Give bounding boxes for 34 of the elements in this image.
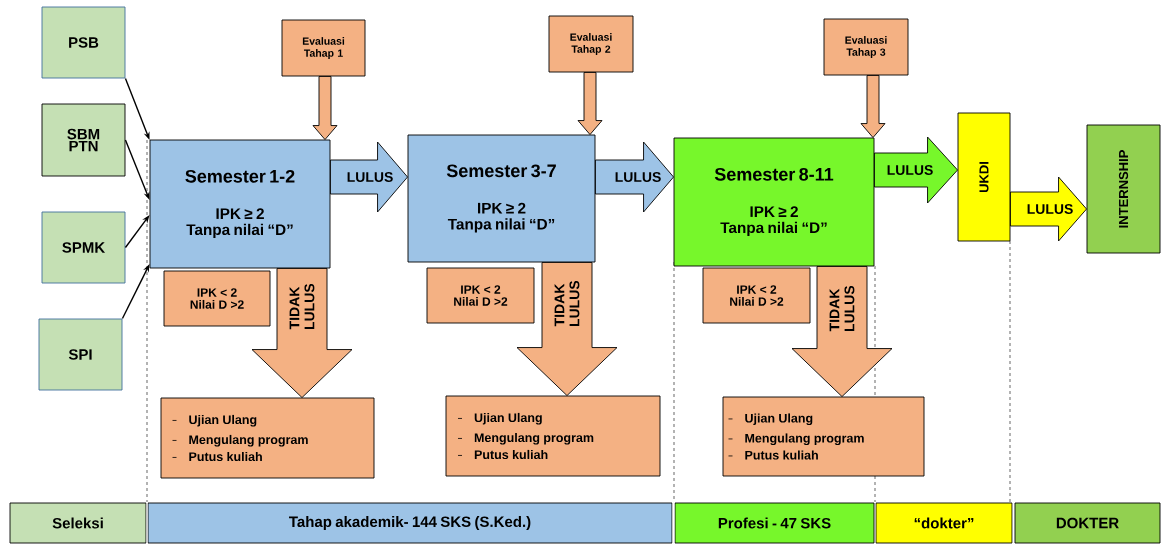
evaluation-box: Evaluasi Tahap 1 <box>281 19 366 77</box>
entry-box: SPI <box>38 318 123 391</box>
edge-label: LULUS <box>1025 203 1075 215</box>
option-list-box: Ujian Ulang Mengulang program Putus kuliah <box>722 396 925 477</box>
edge-label: LULUS <box>345 171 395 183</box>
edge-label: LULUS <box>885 164 935 176</box>
edge-label: TIDAK LULUS <box>288 283 316 331</box>
block-arrow <box>312 76 338 140</box>
phase-band: Profesi - 47 SKS <box>674 502 875 544</box>
phase-band: DOKTER <box>1014 502 1161 544</box>
block-arrow <box>860 75 886 138</box>
arrow <box>124 215 150 249</box>
condition-box: IPK < 2 Nilai D >2 <box>426 267 535 324</box>
condition-box: IPK < 2 Nilai D >2 <box>702 267 811 324</box>
phase-band: Seleksi <box>9 502 147 544</box>
evaluation-box: Evaluasi Tahap 3 <box>823 18 909 76</box>
edge-label: TIDAK LULUS <box>828 285 856 333</box>
edge-label: TIDAK LULUS <box>553 280 581 328</box>
semester-box: Semester 3-7 IPK ≥ 2 Tanpa nilai “D” <box>407 134 596 263</box>
internship-box: INTERNSHIP <box>1086 124 1161 254</box>
option-list-box: Ujian Ulang Mengulang program Putus kuliah <box>445 395 661 477</box>
condition-box: IPK < 2 Nilai D >2 <box>163 270 271 327</box>
phase-band: Tahap akademik- 144 SKS (S.Ked.) <box>147 502 673 544</box>
entry-box: SPMK <box>41 211 126 284</box>
phase-band: “dokter” <box>875 502 1013 544</box>
edge-label: LULUS <box>613 171 663 183</box>
block-arrow <box>577 72 603 135</box>
semester-box: Semester 8-11 IPK ≥ 2 Tanpa nilai “D” <box>673 137 875 267</box>
option-list-box: Ujian Ulang Mengulang program Putus kuliah <box>160 397 375 479</box>
entry-box: PSB <box>41 6 126 79</box>
evaluation-box: Evaluasi Tahap 2 <box>548 15 634 73</box>
exam-box: UKDI <box>957 112 1011 242</box>
entry-box: SBM PTN <box>41 103 126 177</box>
semester-box: Semester 1-2 IPK ≥ 2 Tanpa nilai “D” <box>149 139 331 269</box>
